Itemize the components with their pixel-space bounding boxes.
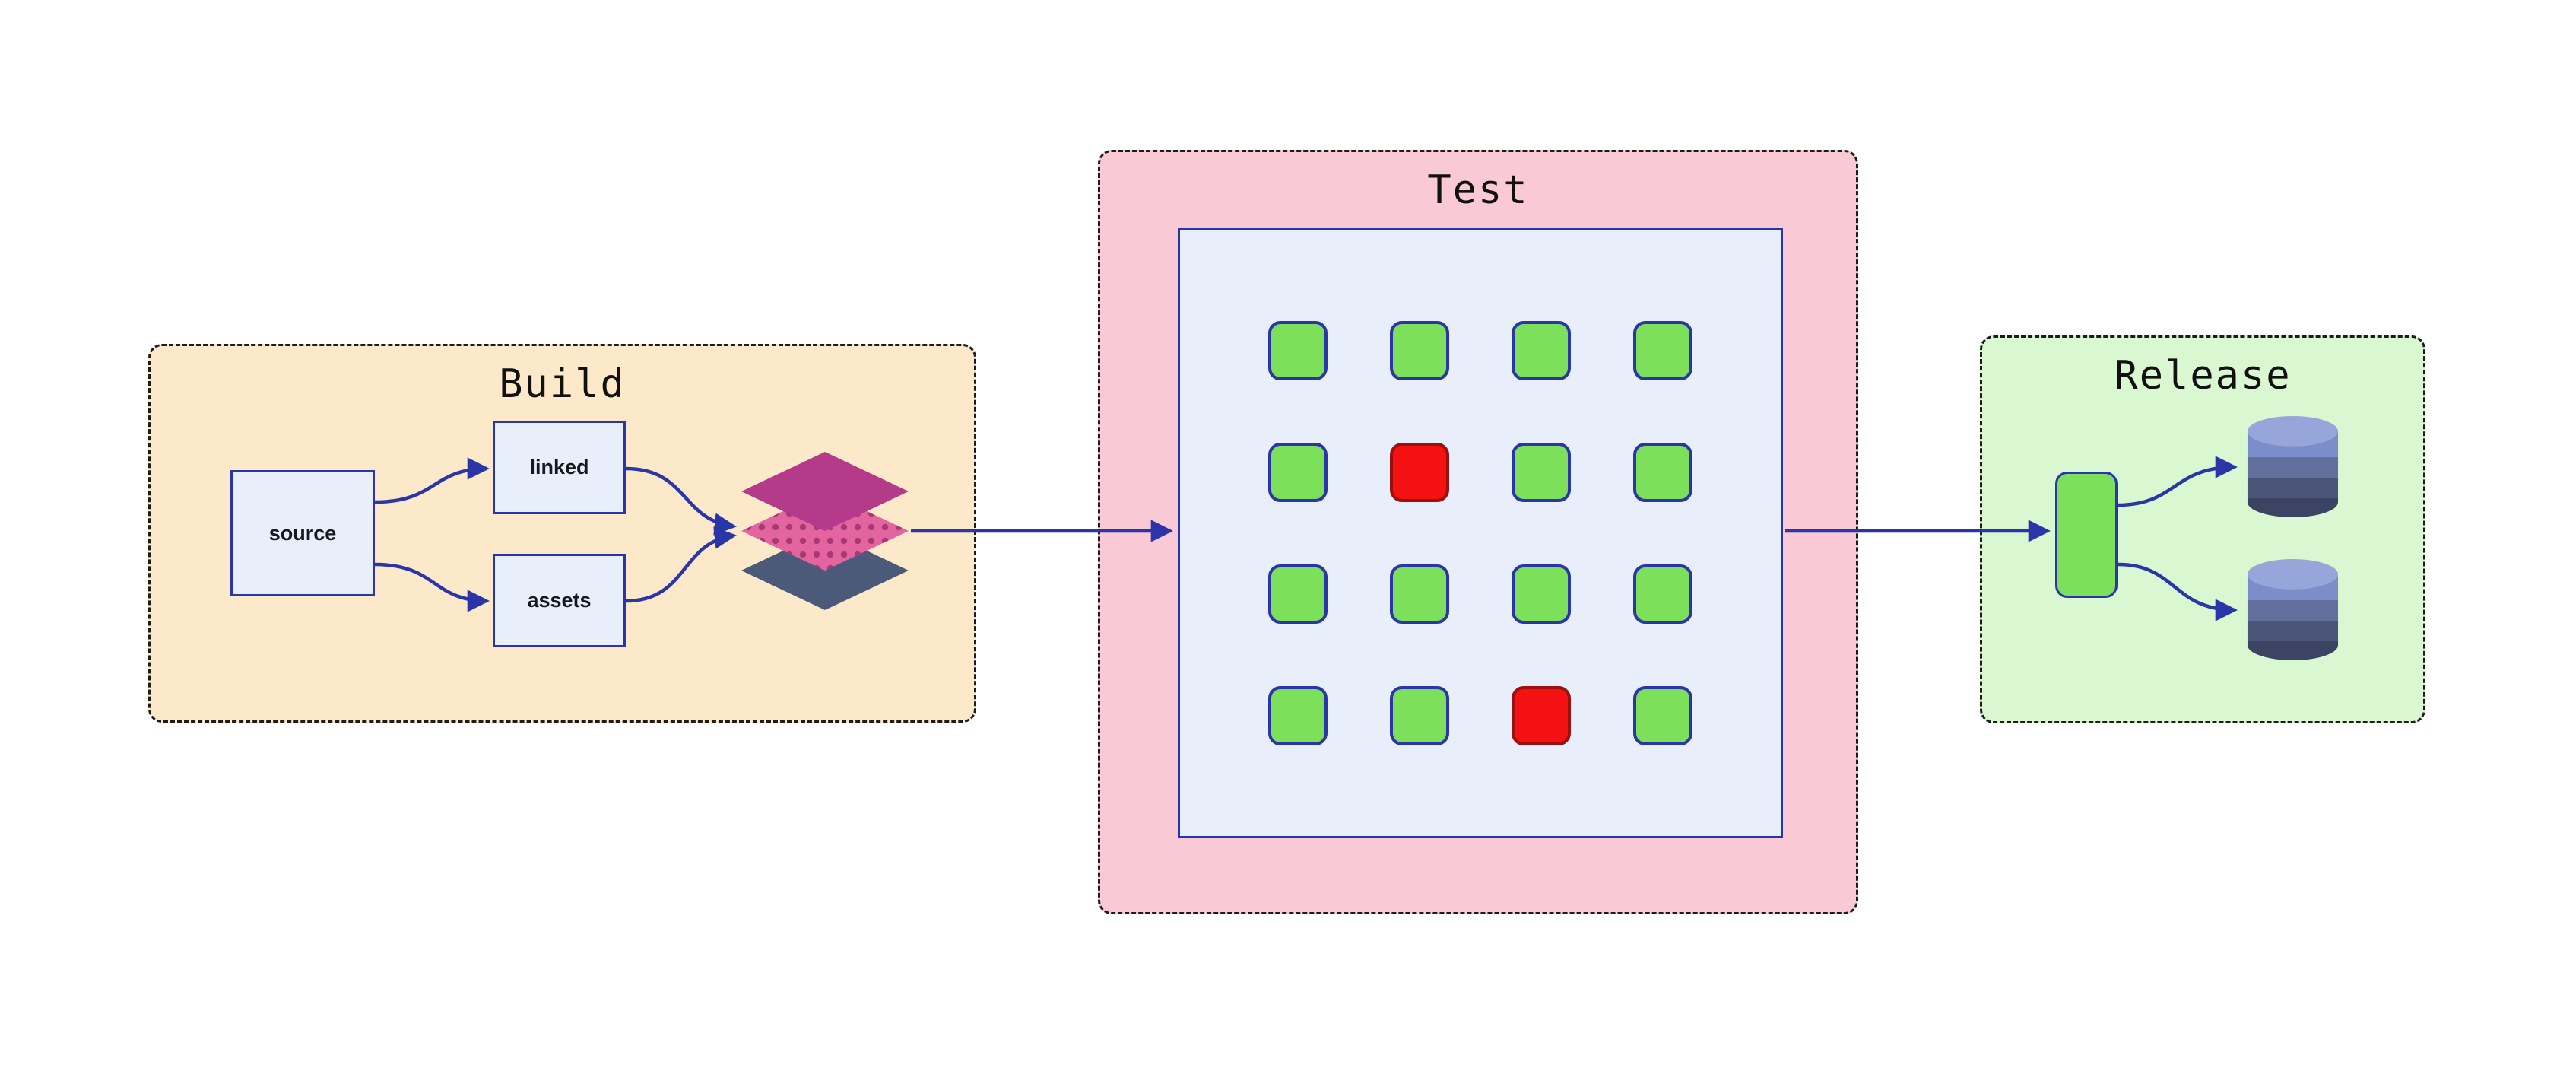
edge-linked-stack: [625, 466, 737, 536]
release-region: Release: [1980, 335, 2425, 723]
test-cell-pass: [1512, 443, 1571, 502]
test-cell-pass: [1512, 564, 1571, 624]
test-cell-fail: [1512, 686, 1571, 745]
test-cell-pass: [1633, 321, 1692, 380]
linked-node: linked: [493, 421, 626, 514]
test-cell-pass: [1633, 443, 1692, 502]
test-matrix-panel: [1178, 228, 1783, 838]
test-cell-pass: [1390, 564, 1449, 624]
edge-assets-stack: [625, 526, 737, 603]
test-cell-pass: [1268, 564, 1328, 624]
edge-artifact-db-bot: [2118, 562, 2238, 621]
test-cell-pass: [1390, 686, 1449, 745]
test-cell-pass: [1268, 686, 1328, 745]
test-cell-pass: [1633, 564, 1692, 624]
test-cell-fail: [1390, 443, 1449, 502]
database-icon: [2247, 559, 2339, 660]
test-cell-pass: [1268, 321, 1328, 380]
test-title: Test: [1427, 167, 1529, 213]
test-cell-pass: [1512, 321, 1571, 380]
test-cell-pass: [1268, 443, 1328, 502]
edge-source-linked: [374, 457, 490, 504]
source-node-label: source: [268, 521, 337, 545]
build-title: Build: [499, 361, 626, 407]
source-node: source: [230, 470, 375, 596]
edge-artifact-db-top: [2118, 456, 2238, 507]
test-cell-pass: [1390, 321, 1449, 380]
test-cell-pass: [1633, 686, 1692, 745]
test-grid: [1268, 321, 1692, 745]
database-icon: [2247, 416, 2339, 517]
edge-source-assets: [374, 562, 490, 612]
layer-stack-icon: [741, 452, 909, 610]
assets-node: assets: [493, 554, 626, 647]
linked-node-label: linked: [529, 456, 589, 478]
release-title: Release: [2114, 353, 2292, 399]
release-artifact-node: [2055, 472, 2118, 598]
assets-node-label: assets: [527, 589, 592, 612]
